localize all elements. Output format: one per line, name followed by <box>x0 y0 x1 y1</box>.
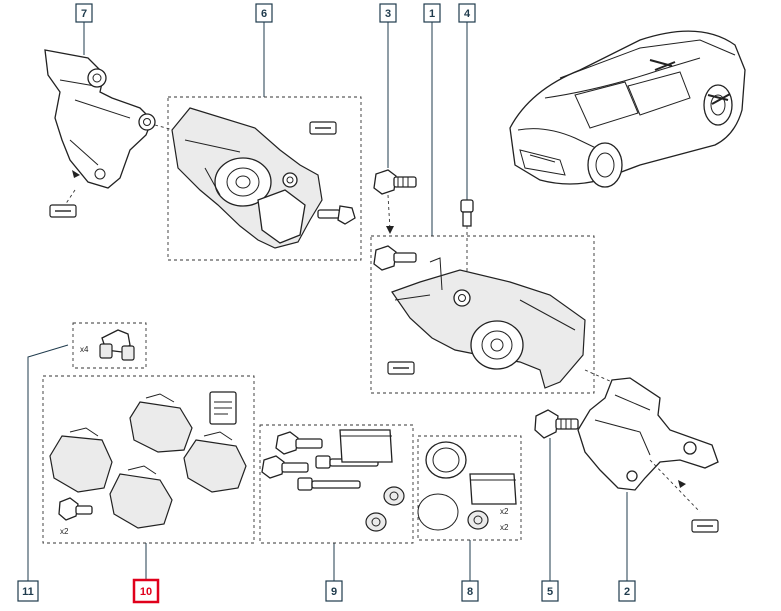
caliper-carrier-2[interactable] <box>577 377 719 513</box>
caliper-bolt-3[interactable] <box>373 169 417 234</box>
brake-caliper-1[interactable] <box>373 245 613 389</box>
caliper-carrier-bracket-7[interactable] <box>44 49 211 206</box>
piston-seal-ring <box>425 441 467 479</box>
callout-11[interactable]: 11 <box>17 580 39 602</box>
guide-kit-frame-9 <box>259 424 414 544</box>
piston-boot-quantity: x2 <box>500 523 509 532</box>
svg-text:1: 1 <box>429 8 435 20</box>
brake-pad-right <box>183 431 247 493</box>
bleed-screw-4[interactable] <box>460 199 474 272</box>
svg-text:3: 3 <box>385 8 391 20</box>
grease-sachet <box>339 429 393 463</box>
brake-pad-top <box>129 393 193 453</box>
repair-kit-frame-8 <box>417 435 522 541</box>
svg-text:8: 8 <box>467 586 473 598</box>
guide-pin-kit-9[interactable] <box>261 429 405 532</box>
callout-2[interactable]: 2 <box>618 580 636 602</box>
reference-symbol-6 <box>309 121 337 135</box>
o-ring <box>417 493 459 531</box>
piston-boot <box>467 510 489 530</box>
brake-pad-set-10[interactable]: x2 <box>49 391 247 536</box>
callout-7[interactable]: 7 <box>75 3 93 23</box>
svg-text:4: 4 <box>464 8 471 20</box>
callout-4[interactable]: 4 <box>458 3 476 23</box>
guide-boot-a <box>383 486 405 506</box>
svg-text:7: 7 <box>81 8 87 20</box>
guide-bolt-b <box>261 455 309 479</box>
guide-boot-quantity: x2 <box>500 507 509 516</box>
callout-1[interactable]: 1 <box>423 3 441 23</box>
brake-pad-bottom <box>109 465 173 529</box>
callout-8[interactable]: 8 <box>461 580 479 602</box>
svg-text:5: 5 <box>547 586 553 598</box>
svg-text:2: 2 <box>624 586 630 598</box>
reference-symbol-2 <box>691 519 719 533</box>
caliper-assembly-frame-6 <box>167 96 362 261</box>
pad-instruction-leaflet <box>209 391 237 425</box>
callout-3[interactable]: 3 <box>379 3 397 23</box>
guide-bolt-6 <box>317 205 356 225</box>
svg-text:10: 10 <box>140 586 152 598</box>
caliper-frame-1 <box>370 235 595 394</box>
pad-bolt-quantity: x2 <box>60 527 69 536</box>
caliper-bolt-1 <box>373 245 417 271</box>
caliper-repair-kit-8[interactable]: x2 x2 <box>417 441 517 532</box>
caliper-assembly-6[interactable] <box>171 107 356 249</box>
grease-sachet-8 <box>469 473 517 505</box>
brake-pad-left <box>49 427 113 493</box>
pad-set-frame-10 <box>42 375 255 544</box>
svg-text:9: 9 <box>331 586 337 598</box>
guide-boot-b <box>365 512 387 532</box>
group-frames <box>42 96 595 544</box>
clip-quantity: x4 <box>80 345 89 354</box>
clip-kit-frame-11 <box>72 322 147 369</box>
pad-clip-kit-11[interactable]: x4 <box>80 329 135 361</box>
callout-9[interactable]: 9 <box>325 580 343 602</box>
car-illustration <box>509 30 746 188</box>
pad-bolt <box>58 497 93 521</box>
callout-5[interactable]: 5 <box>541 580 559 602</box>
svg-text:11: 11 <box>22 586 34 598</box>
callout-10-selected[interactable]: 10 <box>132 578 160 604</box>
reference-symbol-1 <box>387 361 415 375</box>
guide-pin-b <box>297 477 361 491</box>
leader-lines <box>27 22 628 581</box>
carrier-bolt-5[interactable] <box>534 409 579 439</box>
brake-location-marker <box>649 59 731 105</box>
guide-bolt-a <box>275 431 323 455</box>
callout-6[interactable]: 6 <box>255 3 273 23</box>
reference-symbol-7 <box>49 204 77 218</box>
svg-text:6: 6 <box>261 8 267 20</box>
